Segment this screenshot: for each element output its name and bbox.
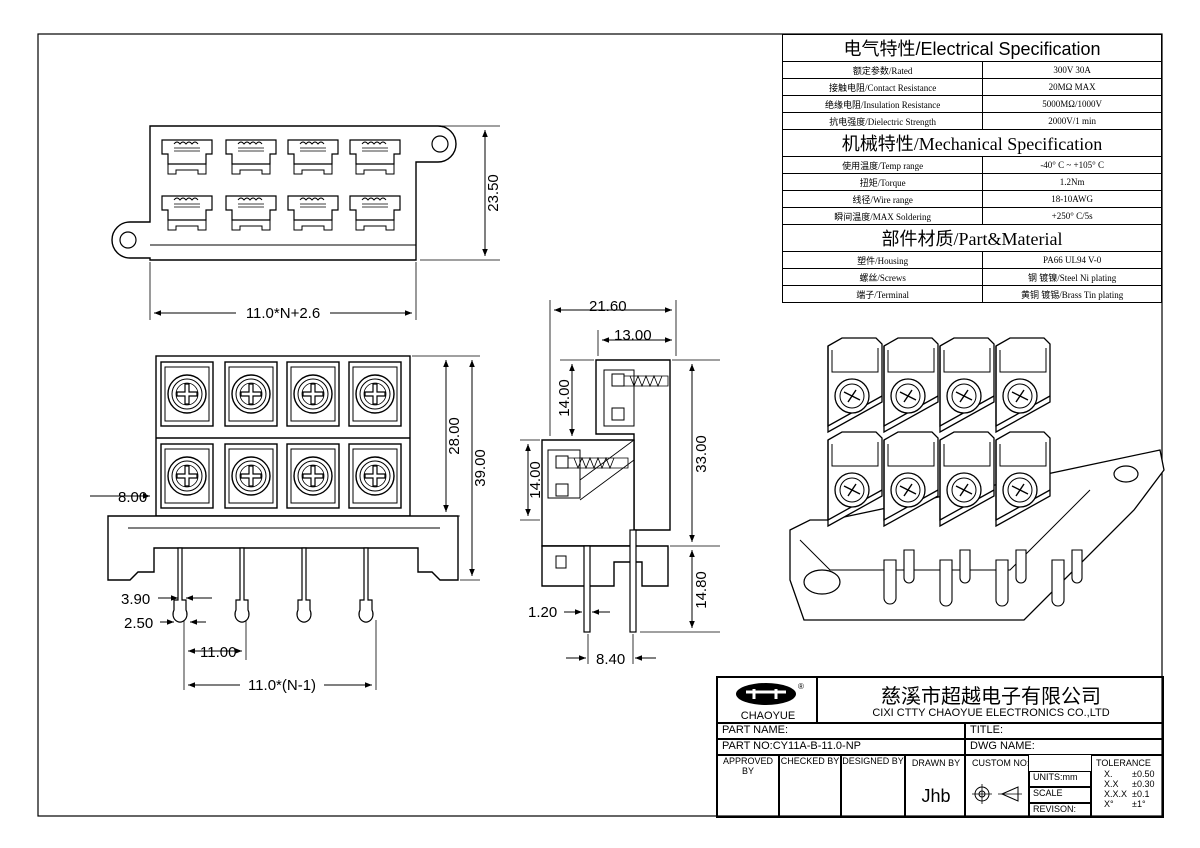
spec-value: 300V 30A bbox=[982, 61, 1162, 79]
projection-box: CUSTOM NO: bbox=[965, 755, 1029, 817]
spec-label: 绝缘电阻/Insulation Resistance bbox=[781, 95, 984, 113]
front-view: 28.00 39.00 8.00 3.90 2.50 11.00 11.0*(N… bbox=[90, 355, 489, 694]
mechanical-title: 机械特性/Mechanical Specification bbox=[782, 129, 1162, 157]
spec-label: 螺丝/Screws bbox=[781, 268, 984, 286]
dim-side-1480: 14.80 bbox=[693, 571, 710, 609]
spec-label: 接触电阻/Contact Resistance bbox=[781, 78, 984, 96]
spec-label: 额定参数/Rated bbox=[781, 61, 984, 79]
dim-front-8: 8.00 bbox=[118, 489, 147, 506]
dim-top-height: 23.50 bbox=[485, 174, 502, 212]
approved-by: APPROVED BY bbox=[717, 755, 779, 817]
dim-pin-250: 2.50 bbox=[124, 615, 153, 632]
spec-label: 抗电强度/Dielectric Strength bbox=[781, 112, 984, 130]
projection-symbol-icon bbox=[972, 784, 1022, 804]
spec-value: +250° C/5s bbox=[982, 207, 1162, 225]
tol-val: ±1° bbox=[1132, 799, 1146, 809]
spec-label: 瞬间温度/MAX Soldering bbox=[781, 207, 984, 225]
drawn-by-value: Jhb bbox=[921, 786, 951, 806]
dim-side-2160: 21.60 bbox=[589, 298, 627, 315]
spec-value: 20MΩ MAX bbox=[982, 78, 1162, 96]
checked-by: CHECKED BY bbox=[779, 755, 841, 817]
svg-text:®: ® bbox=[798, 682, 804, 691]
tol-val: ±0.1 bbox=[1132, 789, 1150, 799]
revision: REVISON: bbox=[1029, 803, 1091, 817]
dim-front-39: 39.00 bbox=[472, 449, 489, 487]
dim-pitch: 11.00 bbox=[200, 644, 236, 661]
logo-box: ® CHAOYUE bbox=[717, 677, 817, 723]
top-view: 23.50 11.0*N+2.6 bbox=[111, 125, 502, 322]
material-title: 部件材质/Part&Material bbox=[782, 224, 1162, 252]
drawn-by-label: DRAWN BY bbox=[911, 758, 961, 768]
tol-val: ±0.50 bbox=[1132, 769, 1155, 779]
dim-side-1400a: 14.00 bbox=[556, 379, 573, 417]
company-en: CIXI CTTY CHAOYUE ELECTRONICS CO.,LTD bbox=[872, 707, 1110, 719]
chaoyue-logo-icon: ® bbox=[736, 682, 804, 705]
spec-value: 18-10AWG bbox=[982, 190, 1162, 208]
scale: SCALE bbox=[1029, 787, 1091, 803]
spec-label: 线径/Wire range bbox=[781, 190, 984, 208]
spec-label: 使用温度/Temp range bbox=[781, 156, 984, 174]
spec-value: 1.2Nm bbox=[982, 173, 1162, 191]
spec-value: 2000V/1 min bbox=[982, 112, 1162, 130]
spec-value: 黄铜 镀锡/Brass Tin plating bbox=[982, 285, 1162, 303]
dim-front-28: 28.00 bbox=[446, 417, 463, 455]
isometric-view bbox=[789, 337, 1165, 621]
dim-side-840: 8.40 bbox=[596, 651, 625, 668]
spec-label: 端子/Terminal bbox=[781, 285, 984, 303]
title-block: ® CHAOYUE 慈溪市超越电子有限公司 CIXI CTTY CHAOYUE … bbox=[716, 676, 1164, 818]
units: UNITS:mm bbox=[1029, 771, 1091, 787]
part-name: PART NAME: bbox=[717, 723, 965, 739]
custom-no: CUSTOM NO: bbox=[972, 758, 1030, 768]
tol-key: X° bbox=[1104, 799, 1114, 809]
spec-table: 电气特性/Electrical Specification 额定参数/Rated… bbox=[781, 34, 1162, 303]
dim-pin-390: 3.90 bbox=[121, 591, 150, 608]
part-no: PART NO:CY11A-B-11.0-NP bbox=[717, 739, 965, 755]
dim-side-1400b: 14.00 bbox=[527, 461, 544, 499]
title-field: TITLE: bbox=[965, 723, 1163, 739]
sheet-border bbox=[37, 33, 1163, 817]
drawn-by-box: DRAWN BY Jhb bbox=[905, 755, 965, 817]
tol-key: X.X.X bbox=[1104, 789, 1128, 799]
dim-side-120: 1.20 bbox=[528, 604, 557, 621]
spec-value: -40° C ~ +105° C bbox=[982, 156, 1162, 174]
dwg-name: DWG NAME: bbox=[965, 739, 1163, 755]
tolerance-box: TOLERANCE X. ±0.50 X.X ±0.30 X.X.X ±0.1 … bbox=[1091, 755, 1163, 817]
dim-side-1300: 13.00 bbox=[614, 327, 652, 344]
dim-top-width: 11.0*N+2.6 bbox=[246, 305, 320, 322]
spec-label: 塑件/Housing bbox=[781, 251, 984, 269]
spec-label: 扭矩/Torque bbox=[781, 173, 984, 191]
company-cn: 慈溪市超越电子有限公司 bbox=[881, 686, 1101, 708]
tolerance-title: TOLERANCE bbox=[1096, 758, 1151, 768]
tol-key: X. bbox=[1104, 769, 1113, 779]
company-box: 慈溪市超越电子有限公司 CIXI CTTY CHAOYUE ELECTRONIC… bbox=[817, 677, 1163, 723]
spec-value: PA66 UL94 V-0 bbox=[982, 251, 1162, 269]
designed-by: DESIGNED BY bbox=[841, 755, 905, 817]
tol-val: ±0.30 bbox=[1132, 779, 1155, 789]
spec-value: 5000MΩ/1000V bbox=[982, 95, 1162, 113]
tol-key: X.X bbox=[1104, 779, 1119, 789]
electrical-title: 电气特性/Electrical Specification bbox=[782, 34, 1162, 62]
spec-value: 钢 镀镍/Steel Ni plating bbox=[982, 268, 1162, 286]
dim-pitch-total: 11.0*(N-1) bbox=[248, 677, 316, 694]
dim-side-3300: 33.00 bbox=[693, 435, 710, 473]
logo-text: CHAOYUE bbox=[740, 710, 796, 722]
side-view: 21.60 13.00 14.00 14.00 33.00 14.80 1.20… bbox=[520, 298, 720, 668]
